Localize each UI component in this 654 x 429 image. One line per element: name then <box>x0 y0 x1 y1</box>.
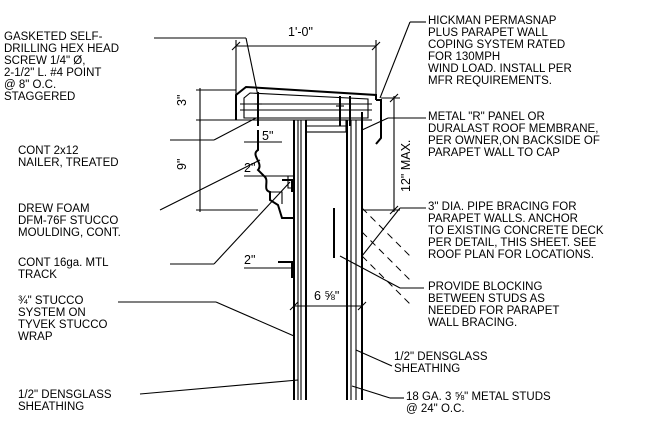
svg-text:GASKETED SELF-: GASKETED SELF- <box>4 31 103 43</box>
svg-text:DURALAST ROOF MEMBRANE,: DURALAST ROOF MEMBRANE, <box>428 123 598 135</box>
dim-stud-width: 6 ⅝" <box>314 289 339 303</box>
note-nailer: CONT 2x12 NAILER, TREATED <box>18 145 119 169</box>
svg-text:METAL "R" PANEL OR: METAL "R" PANEL OR <box>428 111 545 123</box>
dim-lower-gap: 2" <box>244 253 255 267</box>
svg-text:CONT 2x12: CONT 2x12 <box>18 145 79 157</box>
svg-text:SHEATHING: SHEATHING <box>18 401 84 413</box>
svg-text:1/2" DENSGLASS: 1/2" DENSGLASS <box>18 389 112 401</box>
svg-text:FOR 130MPH: FOR 130MPH <box>428 51 500 63</box>
svg-text:SHEATHING: SHEATHING <box>394 363 460 375</box>
svg-text:@ 24" O.C.: @ 24" O.C. <box>406 403 465 415</box>
note-coping: HICKMAN PERMASNAP PLUS PARAPET WALL COPI… <box>428 15 572 87</box>
svg-text:PER OWNER,ON BACKSIDE OF: PER OWNER,ON BACKSIDE OF <box>428 135 600 147</box>
note-pipe-bracing: 3" DIA. PIPE BRACING FOR PARAPET WALLS. … <box>428 201 604 261</box>
pipe-bracing <box>333 207 411 305</box>
svg-text:PROVIDE BLOCKING: PROVIDE BLOCKING <box>428 281 542 293</box>
stucco-moulding <box>254 130 294 219</box>
track-clip <box>278 179 293 278</box>
svg-text:SCREW 1/4" Ø,: SCREW 1/4" Ø, <box>4 55 85 67</box>
note-studs: 18 GA. 3 ⅝" METAL STUDS @ 24" O.C. <box>406 391 551 415</box>
svg-text:¾" STUCCO: ¾" STUCCO <box>18 295 83 307</box>
svg-text:WIND LOAD. INSTALL PER: WIND LOAD. INSTALL PER <box>428 63 572 75</box>
svg-text:WALL BRACING.: WALL BRACING. <box>428 317 517 329</box>
coping-cap <box>235 85 382 145</box>
svg-text:TO EXISTING CONCRETE DECK: TO EXISTING CONCRETE DECK <box>428 225 604 237</box>
svg-text:MFR REQUIREMENTS.: MFR REQUIREMENTS. <box>428 75 552 87</box>
svg-text:ROOF PLAN FOR LOCATIONS.: ROOF PLAN FOR LOCATIONS. <box>428 249 594 261</box>
note-track: CONT 16ga. MTL TRACK <box>18 257 109 281</box>
note-densglass-left: 1/2" DENSGLASS SHEATHING <box>18 389 112 413</box>
nailer-block <box>305 119 347 133</box>
wall-section <box>293 112 363 400</box>
note-panel: METAL "R" PANEL OR DURALAST ROOF MEMBRAN… <box>428 111 600 159</box>
svg-text:18 GA. 3 ⅝" METAL STUDS: 18 GA. 3 ⅝" METAL STUDS <box>406 391 551 403</box>
svg-text:BETWEEN STUDS AS: BETWEEN STUDS AS <box>428 293 545 305</box>
dim-max-height: 12" MAX. <box>399 140 413 192</box>
svg-text:CONT 16ga. MTL: CONT 16ga. MTL <box>18 257 109 269</box>
svg-text:TRACK: TRACK <box>18 269 57 281</box>
svg-text:SYSTEM ON: SYSTEM ON <box>18 307 86 319</box>
note-stucco: ¾" STUCCO SYSTEM ON TYVEK STUCCO WRAP <box>18 295 108 343</box>
svg-text:PLUS PARAPET WALL: PLUS PARAPET WALL <box>428 27 549 39</box>
note-densglass-right: 1/2" DENSGLASS SHEATHING <box>394 351 488 375</box>
dimension-labels: 1'-0" 3" 9" 5" 2" 2" 6 ⅝" 12" MAX. <box>175 25 413 303</box>
svg-text:PER DETAIL, THIS SHEET. SEE: PER DETAIL, THIS SHEET. SEE <box>428 237 597 249</box>
dim-upper-gap: 2" <box>244 161 255 175</box>
svg-text:HICKMAN PERMASNAP: HICKMAN PERMASNAP <box>428 15 557 27</box>
svg-text:DRILLING HEX HEAD: DRILLING HEX HEAD <box>4 43 119 55</box>
svg-text:DREW FOAM: DREW FOAM <box>18 203 90 215</box>
svg-text:PARAPET WALL TO CAP: PARAPET WALL TO CAP <box>428 147 560 159</box>
svg-text:TYVEK STUCCO: TYVEK STUCCO <box>18 319 108 331</box>
dimension-lines <box>196 40 400 311</box>
dim-top-width: 1'-0" <box>288 25 313 39</box>
dim-nailer-offset: 5" <box>262 129 273 143</box>
dim-cap-height: 3" <box>175 95 189 106</box>
leader-lines <box>118 21 426 399</box>
svg-text:DFM-76F STUCCO: DFM-76F STUCCO <box>18 215 118 227</box>
svg-text:1/2" DENSGLASS: 1/2" DENSGLASS <box>394 351 488 363</box>
svg-text:PARAPET WALLS. ANCHOR: PARAPET WALLS. ANCHOR <box>428 213 578 225</box>
note-blocking: PROVIDE BLOCKING BETWEEN STUDS AS NEEDED… <box>428 281 559 329</box>
svg-text:COPING SYSTEM RATED: COPING SYSTEM RATED <box>428 39 565 51</box>
dim-moulding-height: 9" <box>175 159 189 170</box>
note-screw: GASKETED SELF- DRILLING HEX HEAD SCREW 1… <box>4 31 119 103</box>
svg-text:2-1/2" L. #4 POINT: 2-1/2" L. #4 POINT <box>4 67 101 79</box>
svg-text:WRAP: WRAP <box>18 331 53 343</box>
svg-text:@ 8" O.C.: @ 8" O.C. <box>4 79 56 91</box>
svg-text:3" DIA. PIPE BRACING FOR: 3" DIA. PIPE BRACING FOR <box>428 201 577 213</box>
svg-text:NAILER, TREATED: NAILER, TREATED <box>18 157 119 169</box>
svg-text:MOULDING, CONT.: MOULDING, CONT. <box>18 227 121 239</box>
note-foam: DREW FOAM DFM-76F STUCCO MOULDING, CONT. <box>18 203 121 239</box>
svg-text:STAGGERED: STAGGERED <box>4 91 75 103</box>
svg-text:NEEDED FOR PARAPET: NEEDED FOR PARAPET <box>428 305 559 317</box>
